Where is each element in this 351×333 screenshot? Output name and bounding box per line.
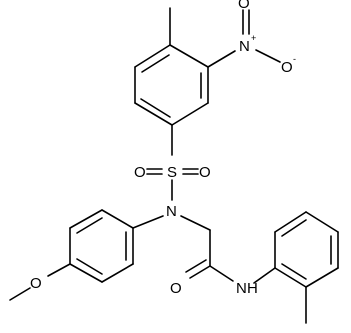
double-bond-inner <box>140 98 171 118</box>
nitro-o-right-charge: - <box>293 54 296 64</box>
sulfonyl-o-left-label: O <box>134 164 146 181</box>
amide-n-label: N <box>236 280 247 297</box>
ether-o-label: O <box>30 275 42 292</box>
bond <box>171 102 209 126</box>
bond <box>69 209 103 229</box>
bond-ring-to-nitro <box>207 50 236 68</box>
tolyl-ring <box>274 211 339 288</box>
bond <box>134 44 171 68</box>
bond <box>101 263 134 283</box>
bond <box>274 211 307 233</box>
amide-h-label: H <box>247 280 258 297</box>
double-bond-inner <box>76 258 103 275</box>
nitro-o-top-label: O <box>238 0 250 12</box>
double-bond-inner <box>281 263 307 280</box>
bond <box>134 102 173 126</box>
bond-carbonyl-to-nh <box>209 265 234 282</box>
bond <box>305 211 339 233</box>
double-bond-inner <box>281 219 307 237</box>
methoxyphenyl-ring <box>69 209 134 283</box>
bond <box>101 209 134 229</box>
sulfonyl-s-label: S <box>167 164 177 181</box>
bond-ring-to-ether-o <box>47 263 71 277</box>
bond <box>274 267 307 288</box>
bond <box>305 267 339 288</box>
double-bond-inner <box>76 217 103 234</box>
bond-carbonyl-o-double <box>185 259 207 273</box>
bond-carbonyl-o <box>189 265 211 279</box>
sulfonyl-group: S O O <box>134 124 211 201</box>
amide-o-label: O <box>170 280 182 297</box>
sulfonyl-o-right-label: O <box>199 164 211 181</box>
double-bond-inner <box>141 54 170 73</box>
bond-n-to-ch2 <box>180 215 211 231</box>
bond <box>69 263 103 283</box>
nitro-n-label: N <box>239 38 250 55</box>
nitro-n-charge: + <box>251 33 256 43</box>
sulfonamide-n-label: N <box>166 203 177 220</box>
bond-nh-to-aryl <box>253 267 276 284</box>
bond <box>169 44 209 68</box>
nitro-o-right-label: O <box>281 59 293 76</box>
bond-n-o-right <box>255 49 281 63</box>
bond-n-to-aryl <box>132 215 164 229</box>
top-benzene-ring <box>134 44 209 126</box>
bond-ether-o-to-methyl <box>9 287 31 301</box>
nitro-group: N + O O - <box>207 0 296 76</box>
